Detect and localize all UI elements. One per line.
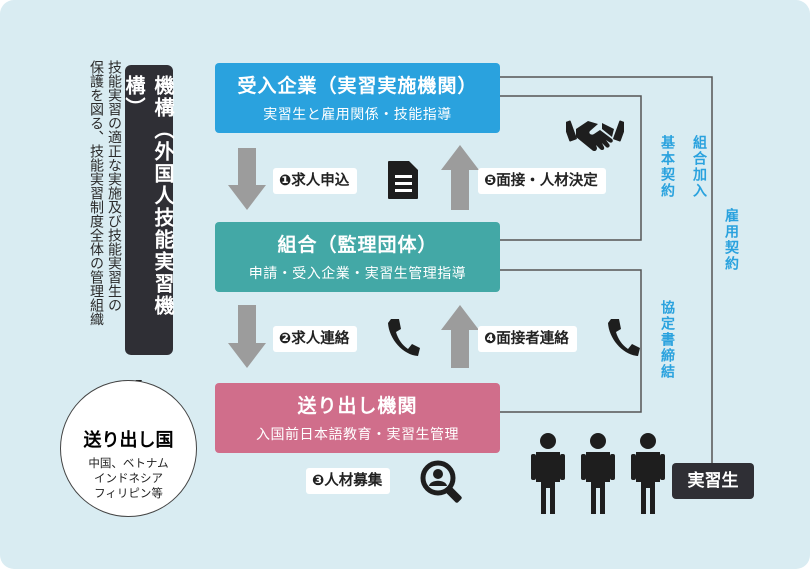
step3-number: ❸: [312, 473, 325, 489]
phone-icon: [388, 319, 420, 356]
arrow-step1: [228, 148, 266, 210]
step1-label: ❶求人申込: [273, 168, 358, 194]
arrow-step5: [441, 145, 479, 210]
sending-country-circle: 送り出し国 中国、ベトナム インドネシア フィリピン等: [60, 380, 197, 517]
country-line-1: 中国、ベトナム: [88, 456, 169, 470]
step5-label: ❺面接・人材決定: [478, 168, 606, 194]
union-join-text: 組合加入: [691, 135, 707, 199]
step5-number: ❺: [484, 173, 497, 189]
company-title: 受入企業（実習実施機関）: [237, 75, 478, 97]
sending-subtitle: 入国前日本語教育・実習生管理: [256, 427, 459, 443]
step2-number: ❷: [279, 331, 292, 347]
step4-number: ❹: [484, 331, 497, 347]
arrow-step4: [441, 305, 479, 368]
sending-agency-box: 送り出し機関 入国前日本語教育・実習生管理: [215, 383, 500, 453]
person-icon: [581, 433, 615, 514]
union-box: 組合（監理団体） 申請・受入企業・実習生管理指導: [215, 222, 500, 292]
step3-label: ❸人材募集: [306, 468, 391, 494]
basic-contract-line: [500, 95, 642, 241]
step1-number: ❶: [279, 173, 292, 189]
step2-label: ❷求人連絡: [273, 326, 358, 352]
org-description-line1: 技能実習の適正な実施及び技能実習生の: [106, 60, 122, 312]
union-subtitle: 申請・受入企業・実習生管理指導: [248, 266, 467, 282]
step3-text: 人材募集: [324, 473, 383, 489]
search-person-icon: [420, 460, 462, 503]
organization-label: 機構（外国人技能実習機構）: [122, 65, 175, 355]
sending-title: 送り出し機関: [297, 395, 418, 417]
company-box: 受入企業（実習実施機関） 実習生と雇用関係・技能指導: [215, 63, 500, 133]
country-line-2: インドネシア: [94, 471, 163, 485]
employment-contract-text: 雇用契約: [723, 208, 739, 272]
person-icon: [631, 433, 665, 514]
union-title: 組合（監理団体）: [277, 234, 438, 256]
agreement-text: 協定書締結: [659, 300, 675, 380]
org-description-line2: 保護を図る、技能実習制度全体の管理組織: [88, 60, 104, 326]
document-icon: [388, 161, 418, 199]
step4-text: 面接者連絡: [496, 331, 569, 347]
phone-icon: [608, 319, 640, 356]
arrow-step2: [228, 305, 266, 368]
trainee-label: 実習生: [672, 463, 754, 499]
handshake-icon: [566, 120, 624, 152]
step2-text: 求人連絡: [291, 331, 350, 347]
trainees-people-icon: [531, 433, 665, 514]
person-icon: [531, 433, 565, 514]
step5-text: 面接・人材決定: [496, 173, 598, 189]
company-subtitle: 実習生と雇用関係・技能指導: [263, 107, 452, 123]
country-line-3: フィリピン等: [94, 486, 163, 500]
agreement-line: [500, 269, 642, 413]
step1-text: 求人申込: [291, 173, 350, 189]
step4-label: ❹面接者連絡: [478, 326, 577, 352]
sending-country-list: 中国、ベトナム インドネシア フィリピン等: [61, 456, 196, 501]
sending-country-title: 送り出し国: [83, 430, 174, 451]
basic-contract-text: 基本契約: [659, 135, 675, 199]
